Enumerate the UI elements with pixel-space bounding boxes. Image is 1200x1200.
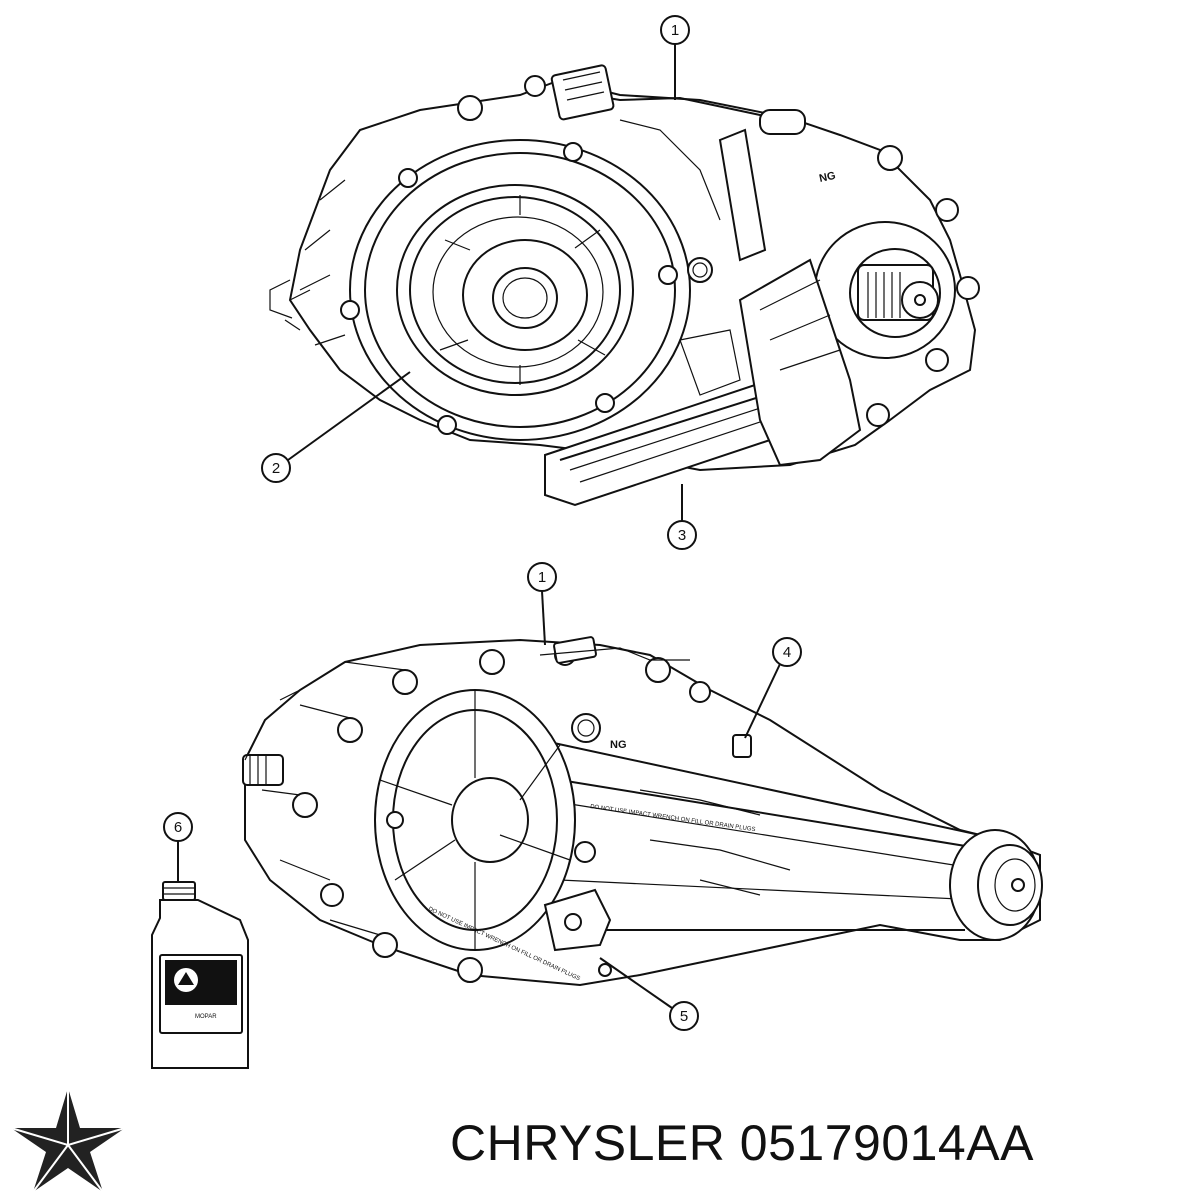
svg-text:NG: NG	[818, 170, 837, 185]
svg-text:5: 5	[680, 1008, 688, 1025]
callout-6: 6	[163, 812, 193, 882]
svg-text:NG: NG	[610, 739, 627, 751]
callout-1-bottom: 1	[527, 562, 557, 646]
callout-3: 3	[667, 484, 697, 550]
ng-badge-bottom: NG	[571, 713, 627, 751]
svg-text:1: 1	[538, 569, 546, 586]
transfer-case-side-view: NG DO NOT USE IMPACT WRENCH ON FILL OR D…	[242, 636, 1043, 987]
callout-2: 2	[261, 371, 411, 483]
svg-text:3: 3	[678, 527, 686, 544]
bottle-label-text: MOPAR	[195, 1014, 217, 1020]
pentastar-icon	[10, 1088, 126, 1193]
flange-bolts	[340, 142, 678, 435]
callout-1-top: 1	[660, 15, 690, 100]
part-number-caption: CHRYSLER 05179014AA	[450, 1115, 1034, 1171]
ng-badge-top: NG	[818, 170, 837, 185]
svg-text:1: 1	[671, 22, 679, 39]
svg-text:6: 6	[174, 819, 182, 836]
svg-text:2: 2	[272, 460, 280, 477]
fluid-bottle: MOPAR	[151, 881, 249, 1069]
svg-text:4: 4	[783, 644, 791, 661]
transfer-case-top-view: NG	[269, 64, 980, 507]
callout-5: 5	[599, 957, 699, 1031]
callout-4: 4	[744, 637, 802, 739]
